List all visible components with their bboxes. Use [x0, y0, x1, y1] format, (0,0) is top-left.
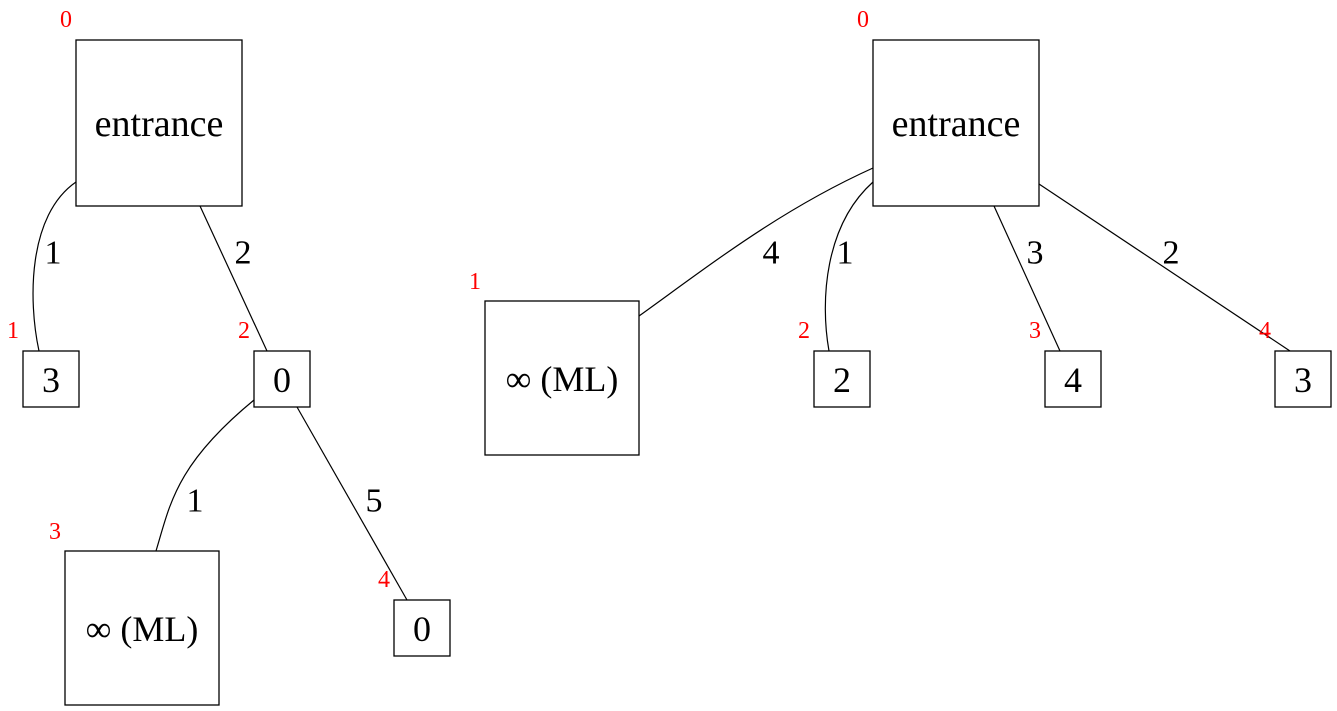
edge-l0-l2 [199, 205, 268, 352]
edges-layer [32, 167, 1291, 601]
node-index-label: 1 [469, 269, 481, 295]
tree-node-l2: 0 [253, 350, 311, 408]
node-index-label: 0 [60, 7, 72, 33]
node-box [813, 350, 871, 408]
tree-node-r0: entrance [872, 39, 1040, 207]
node-label: 0 [273, 360, 291, 400]
node-index-label: 3 [49, 519, 61, 545]
node-box [64, 550, 220, 706]
node-index-label: 2 [798, 318, 810, 344]
node-index-label: 2 [238, 318, 250, 344]
node-index-label: 4 [1259, 318, 1271, 344]
node-box [22, 350, 80, 408]
tree-node-l3: ∞ (ML) [64, 550, 220, 706]
node-label: 3 [1294, 360, 1312, 400]
node-label: 3 [42, 360, 60, 400]
node-box [393, 599, 451, 657]
edge-l0-l1 [32, 181, 77, 352]
node-label: ∞ (ML) [86, 609, 199, 649]
node-index-label: 4 [378, 567, 390, 593]
edge-l2-l3 [155, 399, 255, 552]
node-label: 0 [413, 609, 431, 649]
tree-node-l1: 3 [22, 350, 80, 408]
tree-node-r4: 3 [1274, 350, 1332, 408]
node-label: 2 [833, 360, 851, 400]
edge-r0-r4 [1038, 183, 1291, 352]
tree-node-r1: ∞ (ML) [484, 300, 640, 456]
node-label: 4 [1064, 360, 1082, 400]
edge-l2-l4 [296, 406, 408, 601]
tree-node-r2: 2 [813, 350, 871, 408]
edge-r0-r2 [824, 181, 874, 352]
node-label: entrance [892, 103, 1021, 145]
node-box [253, 350, 311, 408]
edge-weight-label: 3 [1027, 235, 1044, 272]
node-box [75, 39, 243, 207]
edge-weight-label: 2 [235, 235, 252, 272]
tree-node-r3: 4 [1044, 350, 1102, 408]
edge-weight-label: 1 [45, 235, 62, 272]
edge-weight-label: 1 [837, 235, 854, 272]
node-box [872, 39, 1040, 207]
tree-node-l0: entrance [75, 39, 243, 207]
edge-weight-label: 4 [763, 235, 780, 272]
node-label: entrance [95, 103, 224, 145]
edge-weight-label: 5 [366, 483, 383, 520]
node-label: ∞ (ML) [506, 359, 619, 399]
edge-weight-label: 2 [1163, 235, 1180, 272]
edge-r0-r1 [638, 167, 874, 317]
node-box [1044, 350, 1102, 408]
node-index-label: 0 [857, 7, 869, 33]
node-box [1274, 350, 1332, 408]
node-box [484, 300, 640, 456]
tree-node-l4: 0 [393, 599, 451, 657]
edge-weight-label: 1 [187, 483, 204, 520]
node-index-label: 3 [1029, 318, 1041, 344]
edge-r0-r3 [993, 205, 1061, 352]
node-index-label: 1 [7, 318, 19, 344]
